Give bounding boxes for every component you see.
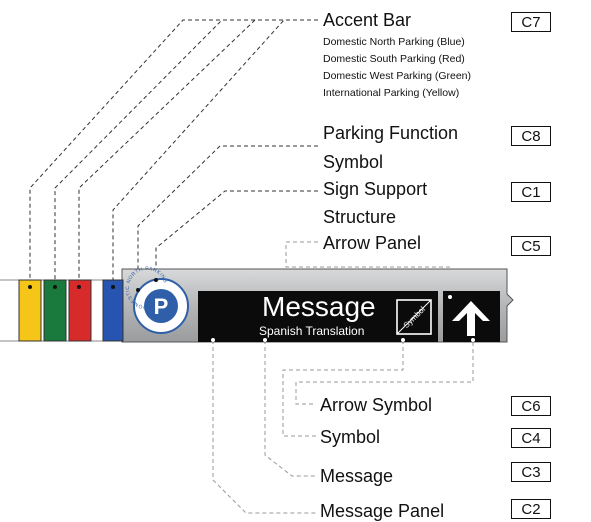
arrow-symbol-leader [295, 342, 474, 405]
arrow-panel [443, 291, 500, 342]
accent-bars [18, 279, 124, 342]
support-code: C1 [511, 182, 551, 202]
accent-bar-blue [102, 279, 124, 342]
arrow-panel-code: C5 [511, 236, 551, 256]
message-code: C3 [511, 462, 551, 482]
arrow-symbol-label: Arrow Symbol [320, 395, 433, 415]
message-panel-code: C2 [511, 499, 551, 519]
support-leader [155, 190, 318, 280]
arrow-up-icon [452, 301, 490, 336]
parking-symbol-code: C8 [511, 126, 551, 146]
arrow-panel-label: Arrow Panel [323, 233, 422, 253]
message-panel-leader [212, 340, 316, 514]
sign-message-text: Message [262, 291, 376, 322]
accent-bar-item: Domestic South Parking (Red) [323, 53, 465, 65]
symbol-leader [282, 340, 404, 437]
symbol-code: C4 [511, 428, 551, 448]
parking-symbol-leader [137, 145, 318, 290]
accent-bar-leaders [29, 19, 318, 287]
message-panel-label: Message Panel [320, 501, 445, 521]
accent-bar-item: Domestic West Parking (Green) [323, 70, 472, 82]
sign-translation-text: Spanish Translation [259, 324, 365, 338]
support-label: Sign Support [323, 179, 428, 199]
message-leader [264, 340, 316, 477]
accent-bar-green [43, 279, 67, 342]
symbol-label: Symbol [320, 427, 381, 447]
accent-bar-yellow [18, 279, 42, 342]
arrow-symbol-code: C6 [511, 396, 551, 416]
svg-text:P: P [154, 294, 169, 319]
message-label: Message [320, 466, 394, 486]
accent-bar-item: International Parking (Yellow) [323, 87, 460, 99]
support-label-line2: Structure [323, 207, 397, 227]
accent-bar-red [68, 279, 92, 342]
accent-bar-item: Domestic North Parking (Blue) [323, 36, 465, 48]
accent-bar-code: C7 [511, 12, 551, 32]
parking-symbol-label: Parking Function [323, 123, 459, 143]
accent-bar-label: Accent Bar [323, 10, 412, 30]
parking-symbol-label-line2: Symbol [323, 152, 384, 172]
